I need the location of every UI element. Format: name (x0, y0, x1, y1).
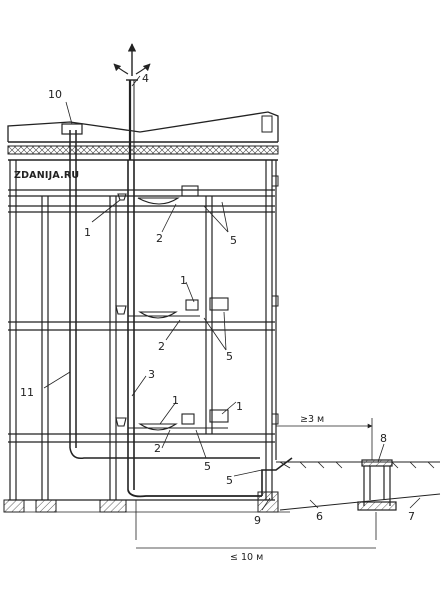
dimension-distance-to-well: ≥3 м (300, 414, 324, 425)
fixtures-floor-2 (115, 297, 229, 319)
fixtures-floor-1 (115, 409, 229, 431)
roof-funnel (61, 123, 83, 135)
callout-5-floor-2: 5 (226, 350, 233, 363)
fixtures-floor-3 (117, 185, 199, 205)
callout-2-floor-3: 2 (156, 232, 163, 245)
callout-8: 8 (380, 432, 387, 445)
dimension-max-outlet-length: ≤ 10 м (230, 552, 263, 563)
dimension-lines (135, 418, 377, 549)
building-structure (3, 111, 290, 513)
callout-1-floor-1: 1 (172, 394, 179, 407)
callout-1-floor-1-wc: 1 (236, 400, 243, 413)
callout-1-floor-3: 1 (84, 226, 91, 239)
callout-9: 9 (254, 514, 261, 527)
callout-3: 3 (148, 368, 155, 381)
callout-7: 7 (408, 510, 415, 523)
callout-10: 10 (48, 88, 62, 101)
callout-2-floor-1: 2 (154, 442, 161, 455)
callout-4: 4 (142, 72, 149, 85)
callout-11: 11 (20, 386, 34, 399)
callout-labels: 4 10 1 2 5 1 2 5 3 11 1 1 2 5 5 8 6 7 9 (20, 72, 415, 527)
watermark-text: ZDANIJA.RU (14, 170, 79, 181)
callout-6: 6 (316, 510, 323, 523)
vent-pipe (113, 43, 151, 160)
drain-riser (127, 160, 293, 498)
callout-1-floor-2: 1 (180, 274, 187, 287)
callout-5-floor-3: 5 (230, 234, 237, 247)
callout-5-floor-1: 5 (204, 460, 211, 473)
callout-leaders (43, 75, 421, 511)
roof-drain-pipe (69, 130, 260, 460)
inspection-well (357, 459, 397, 511)
callout-2-floor-2: 2 (158, 340, 165, 353)
callout-5-outlet: 5 (226, 474, 233, 487)
